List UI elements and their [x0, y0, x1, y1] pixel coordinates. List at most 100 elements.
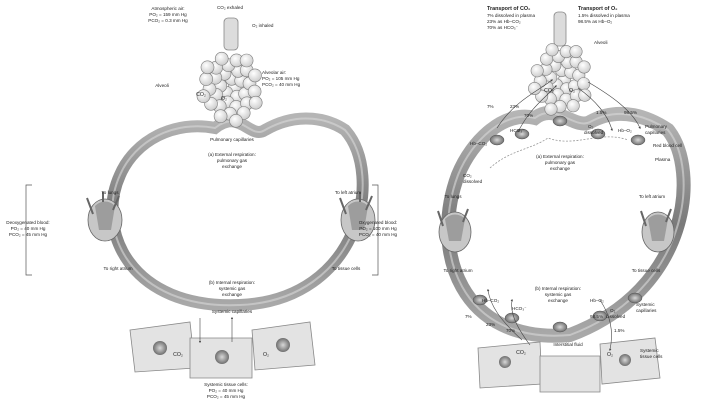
right-internal-resp-3: exchange [548, 298, 568, 303]
pct-7-top: 7% [487, 104, 494, 109]
atmospheric-title: Atmospheric air: [151, 6, 184, 11]
right-external-resp-1: (a) External respiration: [536, 154, 584, 159]
red-blood-cell [505, 313, 519, 323]
alveolus [578, 78, 590, 90]
pct-70-top: 70% [524, 113, 533, 118]
pct-1-5-bottom: 1.5% [614, 328, 624, 333]
external-resp-line1: (a) External respiration: [208, 152, 256, 157]
alveolus [230, 114, 243, 127]
hco3-top: HCO₃⁻ [510, 128, 525, 133]
oxygenated-title: Oxygenated blood: [359, 220, 398, 225]
systemic-capillaries-right-2: capillaries [636, 308, 657, 313]
right-o2-gas: O₂ [569, 88, 575, 94]
right-co2-gas: CO₂ [544, 88, 554, 94]
pct-7-bottom: 7% [465, 314, 472, 319]
transport-o2-title: Transport of O₂ [578, 6, 618, 12]
tissue-cells-po2: PO₂ = 40 mm Hg [209, 388, 244, 393]
o2-dissolved-top-1: O₂ [588, 124, 594, 129]
left-o2-gas: O₂ [221, 96, 227, 102]
external-resp-line2: pulmonary gas [217, 158, 248, 163]
hco3-bottom: HCO₃⁻ [512, 306, 527, 311]
pct-23-bottom: 23% [486, 322, 495, 327]
o2-dissolved-bottom-1: O₂ [610, 308, 616, 313]
to-right-atrium-label: To right atrium [103, 266, 132, 271]
co2-dissolved-top-1: CO₂ [463, 173, 472, 178]
tissue-cells-left [130, 322, 315, 378]
internal-resp-line2: systemic gas [219, 286, 246, 291]
alveolar-air-pco2: PCO₂ = 40 mm Hg [262, 82, 301, 87]
plasma-label: Plasma [655, 157, 671, 162]
oxygenated-pco2: PCO₂ = 40 mm Hg [359, 232, 398, 237]
o2-dissolved-bottom-2: dissolved [606, 314, 626, 319]
pct-70-bottom: 70% [506, 328, 515, 333]
transport-o2-line2: 98.5% as Hb–O₂ [578, 19, 612, 24]
alveolus [200, 73, 213, 86]
red-blood-cell [490, 135, 504, 145]
systemic-capillaries-label: Systemic capillaries [212, 309, 253, 314]
o2-inhaled-label: O₂ inhaled [252, 23, 274, 28]
left-circulation-vessel [112, 118, 362, 305]
alveolus [249, 69, 262, 82]
alveolus [214, 110, 227, 123]
left-co2-gas: CO₂ [196, 92, 206, 98]
alveolus [567, 100, 579, 112]
alveolus [578, 61, 590, 73]
right-to-right-atrium: To right atrium [443, 268, 472, 273]
oxygenated-po2: PO₂ = 100 mm Hg [359, 226, 397, 231]
right-trachea [554, 12, 566, 46]
right-to-tissue-cells: To tissue cells [632, 268, 661, 273]
pct-1-5-top: 1.5% [596, 110, 606, 115]
alveolus [545, 103, 557, 115]
alveolar-air-title: Alveolar air: [262, 70, 286, 75]
transport-co2-line2: 23% as Hb–CO₂ [487, 19, 521, 24]
alveolus [249, 96, 262, 109]
o2-dissolved-top-2: dissolved [584, 130, 604, 135]
hb-co2-bottom: Hb–CO₂ [482, 298, 499, 303]
left-tissue-co2: CO₂ [173, 352, 183, 358]
transport-o2-line1: 1.5% dissolved in plasma [578, 13, 630, 18]
heart-left-icon [87, 192, 122, 241]
pulmonary-capillaries-right-1: Pulmonary [645, 124, 668, 129]
transport-co2-title: Transport of CO₂ [487, 6, 531, 12]
co2-exhaled-label: CO₂ exhaled [217, 5, 243, 10]
right-internal-resp-1: (b) Internal respiration: [535, 286, 581, 291]
pulmonary-capillaries-label: Pulmonary capillaries [210, 137, 254, 142]
right-heart-right-icon [641, 209, 674, 252]
hb-o2-bottom: Hb–O₂ [590, 298, 604, 303]
pct-23-top: 23% [510, 104, 519, 109]
alveolus [579, 89, 591, 101]
pct-98-5-top: 98.5% [624, 110, 637, 115]
tissue-cells-title: Systemic tissue cells: [204, 382, 248, 387]
left-panel: Atmospheric air: PO₂ = 159 mm Hg PCO₂ = … [6, 5, 397, 399]
red-blood-cell [631, 135, 645, 145]
right-alveoli-label: Alveoli [594, 40, 608, 45]
internal-resp-line3: exchange [222, 292, 242, 297]
pulmonary-capillaries-right-2: capillaries [645, 130, 666, 135]
systemic-capillaries-right-1: Systemic [636, 302, 655, 307]
right-external-resp-3: exchange [550, 166, 570, 171]
interstitial-fluid-label: Interstitial fluid [553, 342, 583, 347]
alveoli-label: Alveoli [155, 83, 169, 88]
alveoli-cluster-left [197, 52, 262, 127]
right-to-left-atrium: To left atrium [639, 194, 665, 199]
right-tissue-co2: CO₂ [516, 350, 526, 356]
co2-dissolved-top-2: dissolved [463, 179, 483, 184]
alveolus [546, 44, 558, 56]
alveolus [570, 45, 582, 57]
red-blood-cell-label: Red blood cell [653, 143, 682, 148]
alveolus [215, 52, 228, 65]
to-tissue-cells-label: To tissue cells [332, 266, 361, 271]
systemic-tissue-cells-1: Systemic [640, 348, 659, 353]
right-external-resp-2: pulmonary gas [545, 160, 576, 165]
right-panel: Transport of CO₂ 7% dissolved in plasma … [438, 6, 684, 392]
internal-resp-line1: (b) Internal respiration: [209, 280, 255, 285]
right-tissue-o2: O₂ [607, 352, 613, 358]
hb-o2-top: Hb–O₂ [618, 128, 632, 133]
right-to-lungs: To lungs [444, 194, 462, 199]
left-tissue-o2: O₂ [263, 352, 269, 358]
deoxygenated-po2: PO₂ = 40 mm Hg [11, 226, 46, 231]
hb-co2-top: Hb–CO₂ [470, 141, 487, 146]
to-lungs-label: To lungs [101, 190, 119, 195]
